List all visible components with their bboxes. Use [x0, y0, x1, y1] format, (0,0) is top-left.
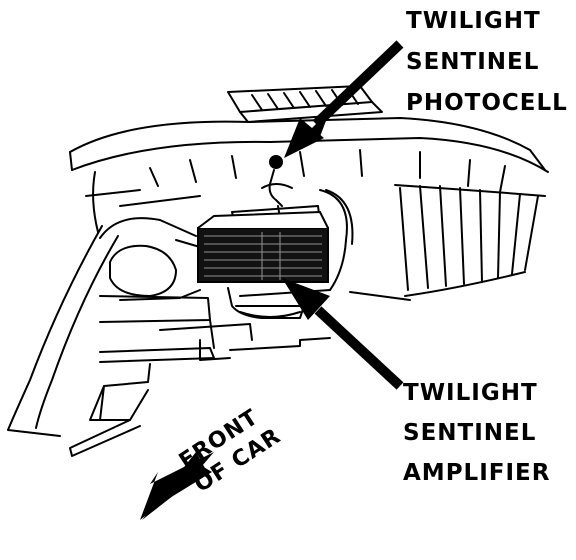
amplifier-label-line1: TWILIGHT	[403, 380, 538, 406]
photocell-label: TWILIGHT SENTINEL PHOTOCELL	[406, 10, 568, 133]
amplifier-label-line2: SENTINEL	[403, 420, 537, 446]
photocell-arrow	[282, 40, 404, 158]
amplifier-arrow	[282, 278, 404, 390]
vent-louvers	[349, 184, 546, 301]
amplifier-label-line3: AMPLIFIER	[403, 460, 551, 486]
amplifier-box	[197, 210, 329, 283]
defroster-grille	[227, 85, 383, 123]
photocell-label-line3: PHOTOCELL	[406, 90, 568, 116]
wire-harness	[319, 189, 348, 291]
photocell-label-line1: TWILIGHT	[406, 8, 541, 34]
amplifier-bracket	[227, 287, 307, 319]
amplifier-label: TWILIGHT SENTINEL AMPLIFIER	[403, 382, 550, 502]
dash-pad	[69, 117, 549, 233]
photocell-label-line2: SENTINEL	[406, 49, 540, 75]
front-arrow	[140, 452, 214, 520]
cowl-edge	[7, 225, 103, 437]
instrument-housing	[99, 217, 211, 301]
